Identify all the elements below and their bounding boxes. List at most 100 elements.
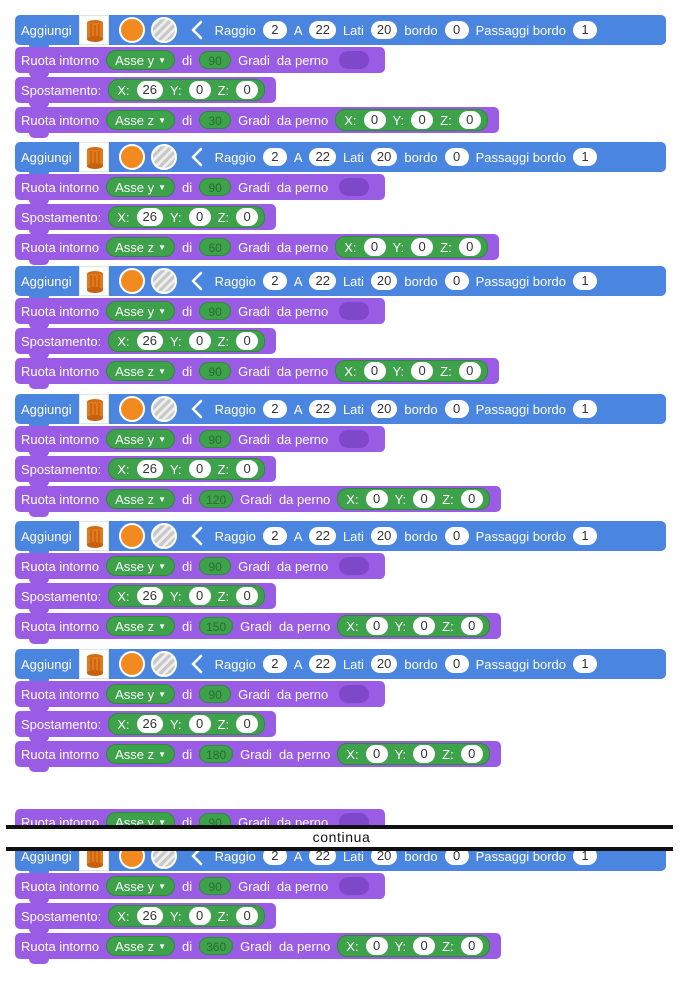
pivot-empty-slot[interactable] — [339, 430, 370, 448]
axis-dropdown[interactable]: Asse z▼ — [106, 110, 175, 130]
axis-dropdown[interactable]: Asse y▼ — [106, 429, 175, 449]
radius-from-field[interactable]: 2 — [262, 527, 287, 545]
cylinder-icon[interactable] — [78, 521, 109, 551]
edge-passes-field[interactable]: 1 — [572, 655, 597, 673]
axis-dropdown[interactable]: Asse y▼ — [106, 177, 175, 197]
degrees-field[interactable]: 90 — [199, 557, 232, 575]
axis-dropdown[interactable]: Asse y▼ — [106, 301, 175, 321]
texture-swatch-icon[interactable] — [150, 268, 177, 294]
radius-from-field[interactable]: 2 — [262, 847, 287, 865]
edge-field[interactable]: 0 — [444, 272, 469, 290]
pivot-empty-slot[interactable] — [339, 557, 370, 575]
move-y-field[interactable]: 0 — [188, 332, 211, 350]
degrees-field[interactable]: 360 — [199, 937, 234, 955]
move-z-field[interactable]: 0 — [236, 715, 259, 733]
move-z-field[interactable]: 0 — [236, 907, 259, 925]
degrees-field[interactable]: 90 — [199, 877, 232, 895]
cylinder-icon[interactable] — [78, 649, 109, 679]
pivot-empty-slot[interactable] — [339, 302, 370, 320]
color-swatch-icon[interactable] — [118, 268, 145, 294]
degrees-field[interactable]: 90 — [199, 178, 232, 196]
texture-swatch-icon[interactable] — [150, 17, 177, 43]
pivot-y-field[interactable]: 0 — [411, 238, 434, 256]
cylinder-icon[interactable] — [78, 142, 109, 172]
move-y-field[interactable]: 0 — [188, 81, 211, 99]
pivot-z-field[interactable]: 0 — [458, 362, 481, 380]
radius-to-field[interactable]: 22 — [309, 847, 336, 865]
sides-field[interactable]: 20 — [370, 400, 398, 418]
pivot-empty-slot[interactable] — [339, 877, 370, 895]
degrees-field[interactable]: 90 — [199, 362, 232, 380]
radius-from-field[interactable]: 2 — [262, 400, 287, 418]
move-y-field[interactable]: 0 — [188, 587, 211, 605]
color-swatch-icon[interactable] — [118, 396, 145, 422]
pivot-z-field[interactable]: 0 — [460, 490, 483, 508]
pivot-y-field[interactable]: 0 — [413, 490, 436, 508]
radius-to-field[interactable]: 22 — [309, 655, 336, 673]
axis-dropdown[interactable]: Asse y▼ — [106, 556, 175, 576]
pivot-y-field[interactable]: 0 — [411, 111, 434, 129]
color-swatch-icon[interactable] — [118, 17, 145, 43]
move-x-field[interactable]: 26 — [136, 715, 163, 733]
edge-field[interactable]: 0 — [444, 655, 469, 673]
color-swatch-icon[interactable] — [118, 144, 145, 170]
edge-passes-field[interactable]: 1 — [572, 148, 597, 166]
degrees-field[interactable]: 120 — [199, 490, 234, 508]
edge-field[interactable]: 0 — [444, 527, 469, 545]
edge-field[interactable]: 0 — [444, 148, 469, 166]
cylinder-icon[interactable] — [78, 15, 109, 45]
edge-passes-field[interactable]: 1 — [572, 21, 597, 39]
axis-dropdown[interactable]: Asse z▼ — [106, 361, 175, 381]
sides-field[interactable]: 20 — [370, 655, 398, 673]
move-x-field[interactable]: 26 — [136, 460, 163, 478]
edge-passes-field[interactable]: 1 — [572, 272, 597, 290]
pivot-empty-slot[interactable] — [339, 685, 370, 703]
pivot-z-field[interactable]: 0 — [458, 111, 481, 129]
chevron-left-icon[interactable] — [189, 525, 205, 547]
texture-swatch-icon[interactable] — [150, 523, 177, 549]
move-z-field[interactable]: 0 — [236, 332, 259, 350]
pivot-empty-slot[interactable] — [339, 51, 370, 69]
move-y-field[interactable]: 0 — [188, 460, 211, 478]
texture-swatch-icon[interactable] — [150, 144, 177, 170]
move-y-field[interactable]: 0 — [188, 907, 211, 925]
edge-passes-field[interactable]: 1 — [572, 847, 597, 865]
pivot-x-field[interactable]: 0 — [365, 937, 388, 955]
radius-to-field[interactable]: 22 — [309, 527, 336, 545]
move-x-field[interactable]: 26 — [136, 907, 163, 925]
pivot-y-field[interactable]: 0 — [411, 362, 434, 380]
pivot-empty-slot[interactable] — [339, 178, 370, 196]
move-x-field[interactable]: 26 — [136, 587, 163, 605]
pivot-x-field[interactable]: 0 — [365, 745, 388, 763]
chevron-left-icon[interactable] — [189, 19, 205, 41]
edge-passes-field[interactable]: 1 — [572, 400, 597, 418]
axis-dropdown[interactable]: Asse y▼ — [106, 876, 175, 896]
edge-field[interactable]: 0 — [444, 400, 469, 418]
